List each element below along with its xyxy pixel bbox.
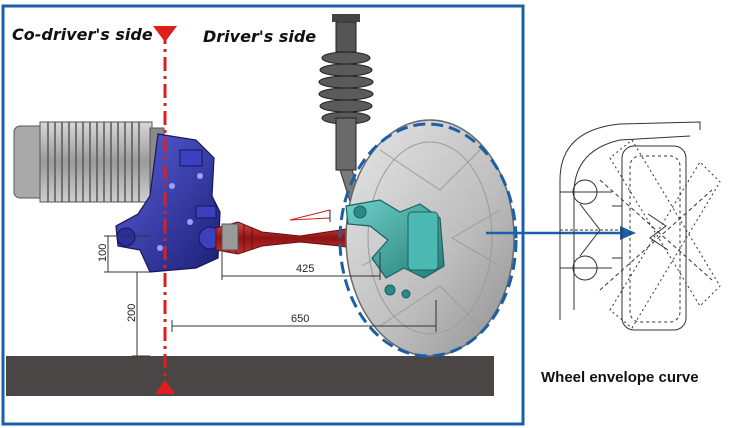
angle-indicator: [289, 209, 331, 221]
centerline-bottom-marker: [155, 380, 175, 394]
centerline-top-marker: [153, 26, 177, 42]
dimension-200: 200: [126, 304, 138, 322]
wheel-highlight-circle: [338, 122, 518, 358]
dimension-650: 650: [291, 313, 309, 325]
envelope-arrow: [486, 226, 636, 240]
dimension-100: 100: [97, 244, 109, 262]
envelope-caption: Wheel envelope curve: [541, 369, 699, 386]
ground-slab: [6, 356, 494, 396]
wheel-envelope-sketch: [559, 121, 721, 331]
hub-carrier: [345, 199, 445, 299]
bellows-cylinder: [13, 121, 165, 203]
driver-side-label: Driver's side: [203, 27, 316, 46]
co-driver-side-label: Co-driver's side: [12, 25, 153, 44]
differential-housing: [115, 133, 222, 273]
dimension-425: 425: [296, 263, 314, 275]
diagram-frame: [1, 4, 525, 426]
dimension-lines: [104, 235, 437, 357]
